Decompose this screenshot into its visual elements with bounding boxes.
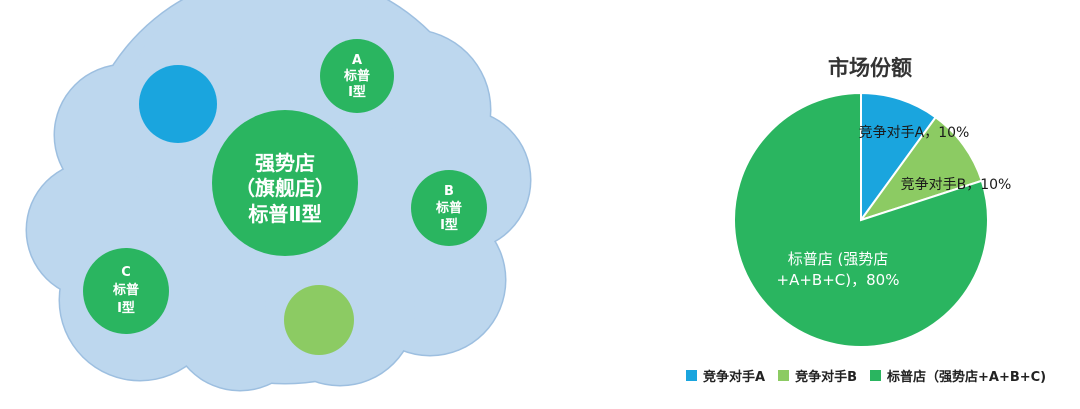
store-b-circle	[411, 170, 487, 246]
legend-item-standard-store: 标普店（强势店+A+B+C)	[869, 366, 1047, 385]
store-a-label-line1: A	[352, 53, 362, 68]
pie-label-standard-store-line1: 标普店 (强势店	[788, 250, 889, 268]
pie-label-competitor-b: 竞争对手B，10%	[901, 176, 1012, 193]
store-c-circle	[83, 248, 169, 334]
store-a-circle	[320, 39, 394, 113]
pie-slice-competitor-b	[858, 115, 984, 222]
store-a-label-line2: 标普	[343, 68, 370, 84]
chart-title: 市场份额	[828, 56, 912, 80]
legend-swatch-competitor-a	[686, 370, 697, 381]
legend-label-standard-store: 标普店（强势店+A+B+C)	[886, 370, 1047, 385]
pie-labels: 竞争对手A，10% 竞争对手B，10% 标普店 (强势店 +A+B+C)，80%	[777, 124, 1012, 289]
center-store-label-line3: 标普Ⅱ型	[248, 202, 321, 226]
store-c-label-line2: 标普	[112, 282, 139, 298]
pie-slice-standard-store	[733, 91, 989, 348]
center-store-node: 强势店 （旗舰店） 标普Ⅱ型	[212, 110, 358, 256]
store-a-node: A 标普 Ⅰ型	[320, 39, 394, 113]
store-a-label-line3: Ⅰ型	[348, 84, 366, 100]
legend-swatch-competitor-b	[778, 370, 790, 381]
market-share-pie	[733, 91, 989, 348]
store-b-label-line3: Ⅰ型	[440, 217, 458, 233]
center-store-label-line2: （旗舰店）	[235, 176, 335, 200]
center-store-label-line1: 强势店	[255, 151, 315, 175]
store-b-label-line1: B	[444, 184, 454, 199]
legend-label-competitor-a: 竞争对手A	[703, 370, 766, 385]
legend-label-competitor-b: 竞争对手B	[795, 370, 857, 385]
competitor-a-circle	[139, 65, 217, 143]
store-b-label-line2: 标普	[435, 200, 462, 216]
store-b-node: B 标普 Ⅰ型	[411, 170, 487, 246]
store-c-node: C 标普 Ⅰ型	[83, 248, 169, 334]
pie-slice-competitor-a	[860, 91, 938, 224]
store-c-label-line3: Ⅰ型	[117, 300, 135, 316]
legend-item-competitor-a: 竞争对手A	[686, 366, 765, 385]
legend-swatch-standard-store	[869, 370, 881, 381]
center-store-circle	[212, 110, 358, 256]
store-c-label-line1: C	[121, 265, 131, 280]
legend-item-competitor-b: 竞争对手B	[778, 366, 857, 385]
chart-legend: 竞争对手A 竞争对手B 标普店（强势店+A+B+C)	[686, 366, 1046, 385]
competitor-b-circle	[284, 285, 354, 355]
pie-label-competitor-a: 竞争对手A，10%	[859, 124, 970, 141]
pie-label-standard-store-line2: +A+B+C)，80%	[777, 271, 900, 289]
